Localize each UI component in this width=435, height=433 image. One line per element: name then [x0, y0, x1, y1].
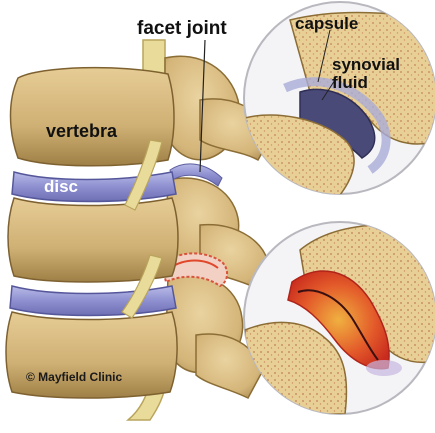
disc-upper	[12, 172, 176, 202]
synovial-label: synovial	[332, 56, 400, 73]
vertebra-label: vertebra	[46, 121, 117, 142]
fluid-label: fluid	[332, 74, 368, 91]
swollen-capsule	[366, 360, 402, 376]
copyright-credit: © Mayfield Clinic	[26, 370, 122, 384]
vertebra-lower	[6, 312, 177, 398]
capsule-label: capsule	[295, 14, 358, 34]
disc-label: disc	[44, 177, 78, 197]
facet-joint-label: facet joint	[137, 18, 227, 40]
disc-lower	[10, 286, 176, 316]
